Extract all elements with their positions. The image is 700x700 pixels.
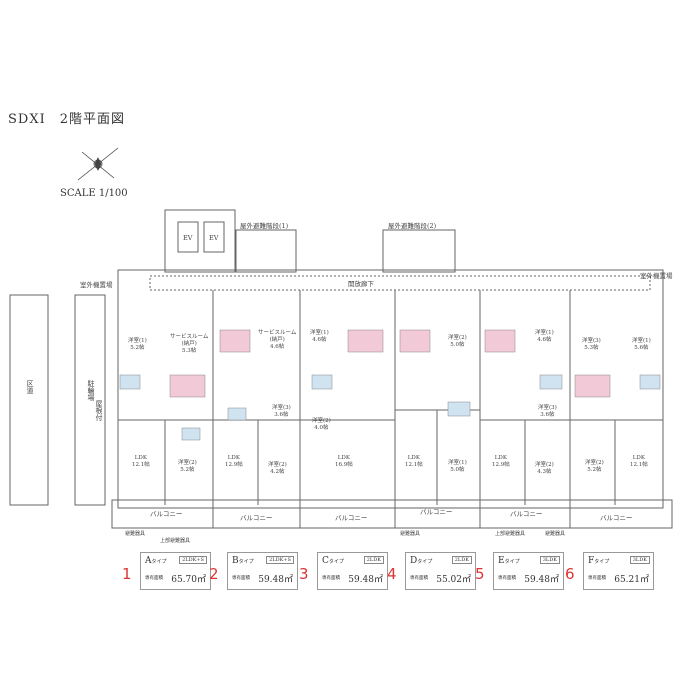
- building-outline: [117, 269, 664, 509]
- room-d-w1: 洋室(1)5.0帖: [448, 460, 467, 473]
- type-layout: 2LDK+S: [266, 556, 294, 564]
- area-value: 59.48㎡: [348, 575, 383, 585]
- ev2-label: EV: [209, 234, 219, 242]
- area-label: 専有面積: [232, 576, 250, 581]
- balcony-label-1: バルコニー: [150, 510, 183, 518]
- vent-label-3: 避難器具: [545, 531, 566, 537]
- bike2-label: 屋根付: [95, 400, 103, 421]
- stair1-label: 屋外避難階段(1): [240, 222, 289, 230]
- corridor-label: 開放廊下: [348, 280, 374, 288]
- stair2-label: 屋外避難階段(2): [388, 222, 437, 230]
- room-a-w2: 洋室(2)5.2帖: [178, 460, 197, 473]
- vent-label-1: 避難器具: [125, 531, 146, 537]
- type-name: Aタイプ: [145, 556, 167, 566]
- ev-shaft-2: [203, 221, 225, 253]
- vent-up-label-2: 上部避難器具: [495, 531, 526, 537]
- area-label: 専有面積: [498, 576, 516, 581]
- type-name: Dタイプ: [410, 556, 433, 566]
- area-value: 65.21㎡: [614, 575, 649, 585]
- balcony-label-4: バルコニー: [420, 508, 453, 516]
- area-label: 専有面積: [588, 576, 606, 581]
- road-label: 区道: [26, 380, 34, 394]
- type-name: Bタイプ: [232, 556, 254, 566]
- ev-label: EV: [183, 234, 193, 242]
- room-e-w1: 洋室(1)4.6帖: [535, 330, 554, 343]
- room-d-w2: 洋室(2)5.0帖: [448, 335, 467, 348]
- room-b-w3: 洋室(3)3.6帖: [272, 405, 291, 418]
- ev-block: [164, 209, 236, 273]
- room-f-w2: 洋室(2)5.2帖: [585, 460, 604, 473]
- balcony-strip: [111, 499, 673, 529]
- area-value: 59.48㎡: [524, 575, 559, 585]
- type-number-2: 2: [209, 565, 219, 583]
- ac-right-label: 室外機置場: [640, 272, 673, 280]
- area-value: 59.48㎡: [258, 575, 293, 585]
- type-name: Cタイプ: [322, 556, 344, 566]
- type-number-4: 4: [387, 565, 397, 583]
- type-layout: 3LDK: [629, 556, 650, 564]
- type-name: Fタイプ: [588, 556, 610, 566]
- type-card: Bタイプ 2LDK+S 専有面積 59.48㎡: [227, 552, 298, 590]
- type-number-6: 6: [565, 565, 575, 583]
- compass-icon: [77, 147, 119, 181]
- type-layout: 2LDK+S: [179, 556, 207, 564]
- type-card: Cタイプ 2LDK 専有面積 59.48㎡: [317, 552, 388, 590]
- area-label: 専有面積: [145, 576, 163, 581]
- room-c-w2: 洋室(2)4.0帖: [312, 418, 331, 431]
- bike-label: 駐輪場: [87, 380, 95, 401]
- type-number-5: 5: [475, 565, 485, 583]
- room-f-w1: 洋室(1)5.6帖: [632, 338, 651, 351]
- type-card: Fタイプ 3LDK 専有面積 65.21㎡: [583, 552, 654, 590]
- area-value: 55.02㎡: [436, 575, 471, 585]
- road-strip: [9, 294, 49, 506]
- page-title: SDXI 2階平面図: [8, 112, 125, 127]
- type-card: Dタイプ 2LDK 専有面積 55.02㎡: [405, 552, 476, 590]
- open-corridor: [149, 275, 651, 291]
- type-number-3: 3: [299, 565, 309, 583]
- type-layout: 3LDK: [539, 556, 560, 564]
- vent-label-2: 避難器具: [400, 531, 421, 537]
- type-card: Aタイプ 2LDK+S 専有面積 65.70㎡: [140, 552, 211, 590]
- room-e-w2: 洋室(2)4.3帖: [535, 462, 554, 475]
- type-layout: 2LDK: [451, 556, 472, 564]
- type-card: Eタイプ 3LDK 専有面積 59.48㎡: [493, 552, 564, 590]
- balcony-label-5: バルコニー: [510, 510, 543, 518]
- area-value: 65.70㎡: [171, 575, 206, 585]
- room-b-w2: 洋室(2)4.2帖: [268, 462, 287, 475]
- room-e-w3: 洋室(3)3.6帖: [538, 405, 557, 418]
- type-layout: 2LDK: [363, 556, 384, 564]
- balcony-label-2: バルコニー: [240, 514, 273, 522]
- room-b-sr: サービスルーム(納戸)4.6帖: [258, 330, 297, 350]
- type-number-1: 1: [122, 565, 132, 583]
- ev-shaft-1: [177, 221, 199, 253]
- vent-up-label-1: 上部避難器具: [160, 538, 191, 544]
- room-a-sr: サービスルーム(納戸)5.3帖: [170, 334, 209, 354]
- bike-parking: [74, 294, 106, 506]
- scale-label: SCALE 1/100: [60, 188, 128, 199]
- room-c-w1: 洋室(1)4.6帖: [310, 330, 329, 343]
- balcony-label-6: バルコニー: [600, 514, 633, 522]
- type-name: Eタイプ: [498, 556, 520, 566]
- room-a-w1: 洋室(1)5.2帖: [128, 338, 147, 351]
- stair-2: [382, 229, 456, 273]
- balcony-label-3: バルコニー: [335, 514, 368, 522]
- stair-1: [235, 229, 297, 273]
- ac-left-label: 室外機置場: [80, 281, 113, 289]
- room-f-w3: 洋室(3)5.3帖: [582, 338, 601, 351]
- area-label: 専有面積: [322, 576, 340, 581]
- area-label: 専有面積: [410, 576, 428, 581]
